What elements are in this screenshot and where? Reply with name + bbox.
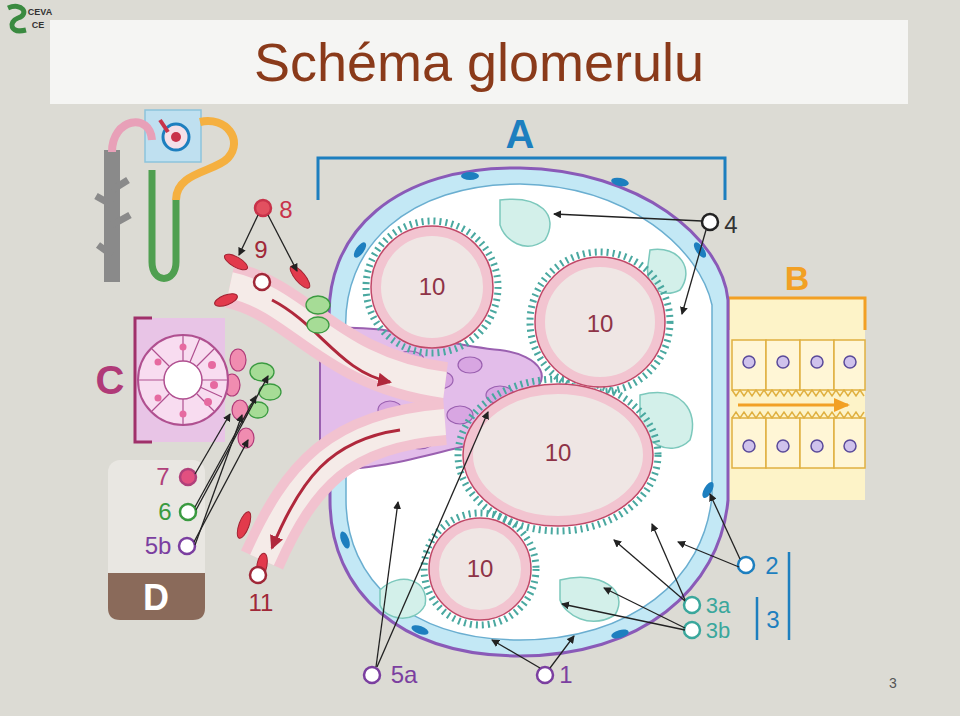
callout-number: 3	[766, 608, 779, 632]
logo-text: CEVA	[28, 8, 52, 17]
region-letter: B	[785, 261, 810, 295]
callout-number: 2	[765, 554, 778, 578]
callout-number: 8	[279, 198, 292, 222]
callout-number: 5b	[145, 534, 172, 558]
region-letter: D	[143, 580, 169, 616]
callout-number: 10	[545, 441, 572, 465]
logo-text: CE	[32, 21, 45, 30]
legend-box: 7 6 5bD	[108, 460, 205, 620]
callout-number: 3a	[706, 595, 730, 617]
callout-number: 10	[587, 312, 614, 336]
region-letter: A	[506, 114, 535, 154]
page-title: Schéma glomerulu	[50, 20, 908, 104]
callout-number: 9	[254, 238, 267, 262]
callout-number: 10	[467, 557, 494, 581]
callout-number: 7	[156, 465, 169, 489]
page-number: 3	[889, 676, 897, 690]
callout-number: 1	[559, 663, 572, 687]
callout-number: 3b	[706, 620, 730, 642]
callout-number: 6	[158, 500, 171, 524]
callout-number: 5a	[391, 663, 418, 687]
region-letter: C	[96, 360, 125, 400]
callout-number: 11	[249, 591, 274, 615]
callout-number: 10	[419, 275, 446, 299]
callout-number: 4	[724, 213, 737, 237]
